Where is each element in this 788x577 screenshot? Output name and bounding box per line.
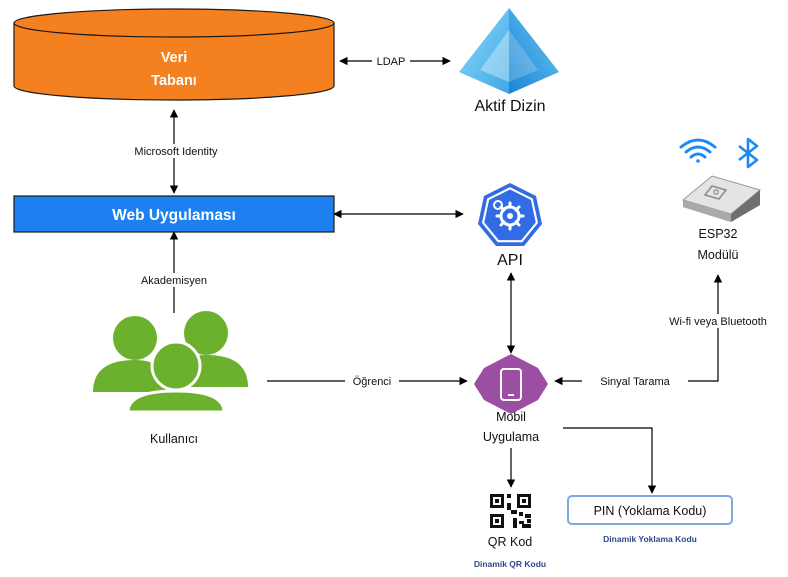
wifi-icon: [679, 138, 717, 163]
mobile-app-label-line1: Mobil: [496, 410, 526, 424]
edges: LDAP Microsoft Identity Akademisyen Öğre…: [117, 54, 784, 494]
database-label-line2: Tabanı: [151, 73, 197, 89]
web-app-label: Web Uygulaması: [112, 207, 236, 224]
mobile-app-node: Mobil Uygulama: [474, 354, 548, 444]
database-node: Veri Tabanı: [13, 8, 335, 101]
web-app-box: [13, 195, 335, 233]
database-label-line1: Veri: [161, 50, 188, 66]
users-label: Kullanıcı: [150, 432, 198, 446]
edge-label-akademisyen: Akademisyen: [141, 275, 207, 287]
bluetooth-icon: [738, 137, 759, 169]
database-cylinder-icon: [13, 8, 335, 101]
qr-caption: Dinamik QR Kodu: [474, 559, 546, 569]
esp32-label-line2: Modülü: [698, 248, 739, 262]
pin-caption: Dinamik Yoklama Kodu: [603, 534, 697, 544]
users-node: Kullanıcı: [93, 311, 248, 446]
edge-label-wifi-bluetooth: Wi-fi veya Bluetooth: [669, 316, 767, 328]
pin-box: [567, 495, 733, 525]
kubernetes-gear-hexagon-icon: [478, 183, 542, 246]
active-directory-node: Aktif Dizin: [459, 8, 559, 115]
qr-node: QR Kod Dinamik QR Kodu: [474, 494, 546, 569]
edge-mobile-pin: [563, 427, 657, 494]
pin-node: PIN (Yoklama Kodu) Dinamik Yoklama Kodu: [567, 495, 733, 544]
qr-label: QR Kod: [488, 535, 533, 549]
edge-label-sinyal-tarama: Sinyal Tarama: [600, 376, 670, 388]
mobile-app-label-line2: Uygulama: [483, 430, 539, 444]
edge-label-ldap: LDAP: [377, 56, 406, 68]
user-group-icon: [93, 311, 248, 414]
smartphone-hexagon-icon: [474, 354, 548, 414]
active-directory-label: Aktif Dizin: [474, 98, 545, 115]
edge-label-ogrenci: Öğrenci: [353, 376, 392, 388]
web-app-node: Web Uygulaması: [13, 195, 335, 233]
qr-code-icon: [490, 494, 531, 528]
edge-label-microsoft-identity: Microsoft Identity: [134, 146, 218, 158]
esp32-node: ESP32 Modülü: [679, 137, 762, 262]
esp32-chip-module-icon: [681, 175, 762, 222]
api-node: API: [478, 183, 542, 269]
api-label: API: [497, 252, 523, 269]
esp32-label-line1: ESP32: [699, 227, 738, 241]
azure-active-directory-pyramid-icon: [459, 8, 559, 94]
pin-label: PIN (Yoklama Kodu): [594, 504, 707, 518]
